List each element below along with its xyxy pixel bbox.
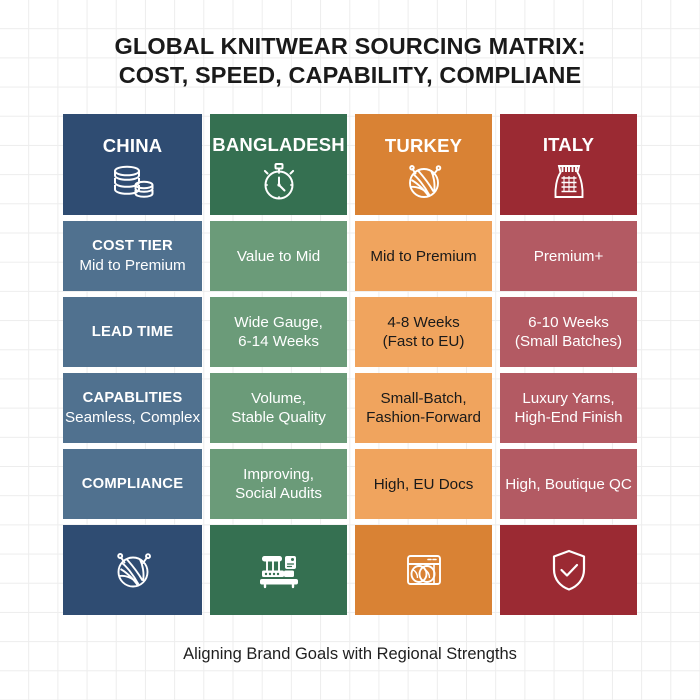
- column-header-china: CHINA: [63, 114, 203, 215]
- footer-caption: Aligning Brand Goals with Regional Stren…: [183, 645, 517, 663]
- cell-value-line-1: High, Boutique QC: [505, 475, 632, 493]
- yarn-ball-needles-icon: [109, 546, 157, 594]
- matrix-cell-lead-time-turkey: 4-8 Weeks (Fast to EU): [355, 297, 493, 367]
- cell-value-line-2: Social Audits: [235, 485, 323, 502]
- row-label: LEAD TIME: [91, 323, 174, 340]
- cell-value-line-1: Luxury Yarns,: [522, 390, 615, 407]
- cell-value-line-1: Mid to Premium: [370, 247, 477, 265]
- matrix-cell-lead-time-italy: 6-10 Weeks (Small Batches): [500, 297, 637, 367]
- column-header-label: ITALY: [542, 133, 595, 155]
- matrix-cell-cost-tier-china: COST TIER Mid to Premium: [63, 221, 203, 291]
- cell-value-line-1: Premium+: [533, 247, 604, 265]
- cell-value-line-2: Stable Quality: [231, 409, 326, 426]
- footer-icon-cell-italy: [500, 525, 637, 615]
- shield-check-icon: [547, 546, 591, 594]
- cell-value-line-2: High-End Finish: [514, 409, 623, 426]
- cell-value-line-1: 4-8 Weeks: [387, 314, 460, 331]
- cell-value-line-1: Improving,: [243, 466, 314, 483]
- title-line-2: COST, SPEED, CAPABILITY, COMPLIANE: [118, 62, 582, 88]
- column-header-turkey: TURKEY: [355, 114, 493, 215]
- cell-value-line-1: Seamless, Complex: [65, 409, 201, 426]
- cell-value-line-1: High, EU Docs: [373, 475, 474, 493]
- cell-value-line-2: Fashion-Forward: [366, 409, 481, 426]
- cell-text: Small-Batch, Fashion-Forward: [366, 389, 481, 427]
- cell-text: Mid to Premium: [370, 247, 476, 266]
- matrix-cell-capabilities-italy: Luxury Yarns, High-End Finish: [500, 373, 637, 443]
- column-header-label: BANGLADESH: [212, 133, 345, 155]
- cell-text: High, EU Docs: [374, 475, 474, 494]
- matrix-cell-cost-tier-italy: Premium+: [500, 221, 637, 291]
- cell-text: 6-10 Weeks (Small Batches): [515, 313, 622, 351]
- cell-value-line-2: (Fast to EU): [382, 333, 465, 350]
- cell-text: 4-8 Weeks (Fast to EU): [383, 313, 465, 351]
- matrix-cell-compliance-china: COMPLIANCE: [63, 449, 203, 519]
- cell-text: Luxury Yarns, High-End Finish: [514, 389, 622, 427]
- matrix-cell-capabilities-china: CAPABLITIES Seamless, Complex: [63, 373, 203, 443]
- cell-text: Premium+: [534, 247, 604, 266]
- matrix-cell-compliance-bangladesh: Improving, Social Audits: [210, 449, 348, 519]
- row-label: COST TIER: [92, 238, 173, 254]
- cell-text: Improving, Social Audits: [235, 465, 322, 503]
- matrix-cell-compliance-italy: High, Boutique QC: [500, 449, 637, 519]
- cell-text: CAPABLITIES Seamless, Complex: [65, 389, 200, 427]
- sourcing-matrix: CHINA BANGLADESH: [63, 114, 637, 615]
- cell-text: COMPLIANCE: [82, 475, 183, 494]
- cell-text: LEAD TIME: [92, 323, 174, 342]
- cell-value-line-1: Volume,: [251, 390, 306, 407]
- title-line-1: GLOBAL KNITWEAR SOURCING MATRIX:: [114, 33, 586, 59]
- footer-icon-cell-china: [63, 525, 203, 615]
- cell-text: Volume, Stable Quality: [231, 389, 326, 427]
- column-header-label: TURKEY: [384, 134, 463, 156]
- cell-value-line-1: Mid to Premium: [79, 257, 186, 274]
- cell-value-line-2: (Small Batches): [514, 333, 623, 350]
- footer-icon-cell-turkey: [355, 525, 493, 615]
- loop-knit-machine-icon: [400, 548, 448, 592]
- cell-value-line-1: 6-10 Weeks: [528, 314, 609, 331]
- matrix-cell-capabilities-bangladesh: Volume, Stable Quality: [210, 373, 348, 443]
- cell-text: COST TIER Mid to Premium: [79, 237, 185, 275]
- matrix-cell-lead-time-china: LEAD TIME: [63, 297, 203, 367]
- row-label: CAPABLITIES: [82, 390, 183, 406]
- row-label: COMPLIANCE: [81, 475, 184, 492]
- matrix-cell-capabilities-turkey: Small-Batch, Fashion-Forward: [355, 373, 493, 443]
- knit-garment-icon: [550, 160, 588, 202]
- cell-value-line-1: Wide Gauge,: [234, 314, 323, 331]
- coins-stack-icon: [109, 161, 157, 201]
- cell-text: High, Boutique QC: [505, 475, 632, 494]
- matrix-cell-lead-time-bangladesh: Wide Gauge, 6-14 Weeks: [210, 297, 348, 367]
- cell-value-line-2: 6-14 Weeks: [238, 333, 319, 350]
- stopwatch-icon: [257, 160, 301, 202]
- cell-value-line-1: Value to Mid: [236, 247, 321, 265]
- column-header-label: CHINA: [102, 134, 163, 156]
- cell-text: Value to Mid: [237, 247, 320, 266]
- footer-icon-cell-bangladesh: [210, 525, 348, 615]
- matrix-cell-cost-tier-bangladesh: Value to Mid: [210, 221, 348, 291]
- column-header-bangladesh: BANGLADESH: [210, 114, 348, 215]
- yarn-ball-icon: [402, 161, 446, 201]
- matrix-cell-compliance-turkey: High, EU Docs: [355, 449, 493, 519]
- knitting-machine-icon: [254, 547, 304, 593]
- cell-text: Wide Gauge, 6-14 Weeks: [234, 313, 323, 351]
- page-title: GLOBAL KNITWEAR SOURCING MATRIX: COST, S…: [0, 32, 700, 90]
- column-header-italy: ITALY: [500, 114, 637, 215]
- matrix-cell-cost-tier-turkey: Mid to Premium: [355, 221, 493, 291]
- cell-value-line-1: Small-Batch,: [380, 390, 467, 407]
